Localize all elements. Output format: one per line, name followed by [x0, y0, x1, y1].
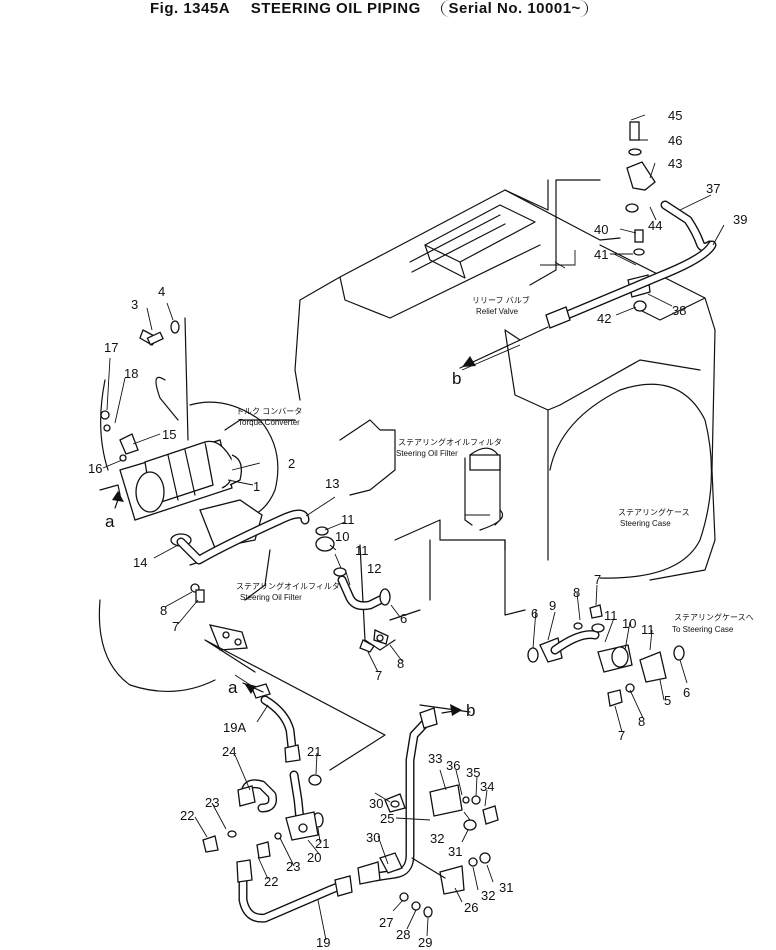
to-case-caption-jp: ステアリングケースへ	[674, 612, 754, 622]
callout-35: 35	[466, 765, 480, 780]
reference-arrows	[112, 326, 549, 716]
callout-13: 13	[325, 476, 339, 491]
callout-8c: 8	[573, 585, 580, 600]
callout-7c: 7	[594, 572, 601, 587]
callout-5: 5	[664, 693, 671, 708]
callout-36: 36	[446, 758, 460, 773]
callout-46: 46	[668, 133, 682, 148]
callout-32b: 32	[481, 888, 495, 903]
callout-7a: 7	[172, 619, 179, 634]
callout-33: 33	[428, 751, 442, 766]
callout-11c: 11	[604, 608, 618, 623]
callout-27: 27	[379, 915, 393, 930]
callout-15: 15	[162, 427, 176, 442]
to-case-caption: To Steering Case	[672, 625, 734, 634]
relief-valve-piping	[529, 121, 717, 329]
callout-10a: 10	[335, 529, 349, 544]
callout-30b: 30	[366, 830, 380, 845]
callout-11d: 11	[641, 622, 655, 637]
callout-11b: 11	[355, 543, 369, 558]
callout-6b: 6	[531, 606, 538, 621]
steering-case-connection	[527, 604, 685, 707]
figure-number: Fig. 1345A	[150, 0, 231, 17]
figure-title: Fig. 1345A STEERING OIL PIPING Serial No…	[150, 0, 670, 26]
callout-6c: 6	[683, 685, 690, 700]
callout-45: 45	[668, 108, 682, 123]
callout-16: 16	[88, 461, 102, 476]
part-callouts: 1 2 3 4 5 6 6 6 7 7 7 7 8 8 8 8 9 10 10 …	[88, 108, 747, 950]
callout-21b: 21	[315, 836, 329, 851]
callout-6a: 6	[400, 611, 407, 626]
callout-29: 29	[418, 935, 432, 950]
hose-connection-10-12	[315, 526, 391, 653]
callout-8b: 8	[397, 656, 404, 671]
callout-43: 43	[668, 156, 682, 171]
callout-3: 3	[131, 297, 138, 312]
callout-19: 19	[316, 935, 330, 950]
callout-38: 38	[672, 303, 686, 318]
figure-name: STEERING OIL PIPING	[250, 0, 421, 17]
relief-valve-caption-jp: リリーフ バルブ	[472, 295, 530, 305]
steering-case-caption: Steering Case	[620, 519, 671, 528]
callout-18: 18	[124, 366, 138, 381]
callout-40: 40	[594, 222, 608, 237]
callout-41: 41	[594, 247, 608, 262]
callout-2: 2	[288, 456, 295, 471]
captions: トルク コンバータ Torque Converter リリーフ バルブ Reli…	[236, 295, 754, 634]
callout-19a: 19A	[223, 720, 246, 735]
torque-converter-caption-jp: トルク コンバータ	[236, 407, 302, 416]
callout-21a: 21	[307, 744, 321, 759]
callout-37: 37	[706, 181, 720, 196]
callout-1: 1	[253, 479, 260, 494]
callout-23b: 23	[286, 859, 300, 874]
callout-20: 20	[307, 850, 321, 865]
ref-letter-a-bottom: a	[228, 678, 238, 697]
callout-39: 39	[733, 212, 747, 227]
pipe-25-assembly	[357, 704, 499, 918]
relief-valve-caption: Relief Valve	[476, 307, 519, 316]
steering-filter2-caption-jp: ステアリングオイルフィルタ	[236, 581, 340, 591]
steering-filter2-caption: Steering Oil Filter	[240, 593, 302, 602]
callout-8a: 8	[160, 603, 167, 618]
callout-23a: 23	[205, 795, 219, 810]
callout-44: 44	[648, 218, 662, 233]
callout-4: 4	[158, 284, 165, 299]
ref-letter-a-left: a	[105, 512, 115, 531]
callout-25: 25	[380, 811, 394, 826]
steering-filter-caption-jp: ステアリングオイルフィルタ	[398, 437, 502, 447]
callout-11a: 11	[341, 512, 355, 527]
callout-12: 12	[367, 561, 381, 576]
callout-14: 14	[133, 555, 147, 570]
callout-28: 28	[396, 927, 410, 942]
steering-case-caption-jp: ステアリングケース	[618, 507, 690, 517]
ref-letter-b-top: b	[452, 369, 461, 388]
callout-30a: 30	[369, 796, 383, 811]
callout-10b: 10	[622, 616, 636, 631]
callout-31a: 31	[448, 844, 462, 859]
steering-filter-caption: Steering Oil Filter	[396, 449, 458, 458]
callout-7b: 7	[375, 668, 382, 683]
serial-range: Serial No. 10001~	[441, 0, 588, 17]
ref-letter-b-bottom: b	[466, 701, 475, 720]
callout-34: 34	[480, 779, 494, 794]
callout-7d: 7	[618, 728, 625, 743]
callout-22a: 22	[180, 808, 194, 823]
callout-42: 42	[597, 311, 611, 326]
leader-lines	[102, 114, 725, 941]
callout-17: 17	[104, 340, 118, 355]
machine-body-outline	[98, 179, 716, 692]
callout-32a: 32	[430, 831, 444, 846]
torque-converter-caption: Torque Converter	[238, 418, 300, 427]
callout-24: 24	[222, 744, 236, 759]
callout-22b: 22	[264, 874, 278, 889]
lower-hose-assembly	[202, 639, 386, 923]
callout-9: 9	[549, 598, 556, 613]
callout-8d: 8	[638, 714, 645, 729]
callout-31b: 31	[499, 880, 513, 895]
callout-26: 26	[464, 900, 478, 915]
pipe-13	[176, 509, 310, 565]
